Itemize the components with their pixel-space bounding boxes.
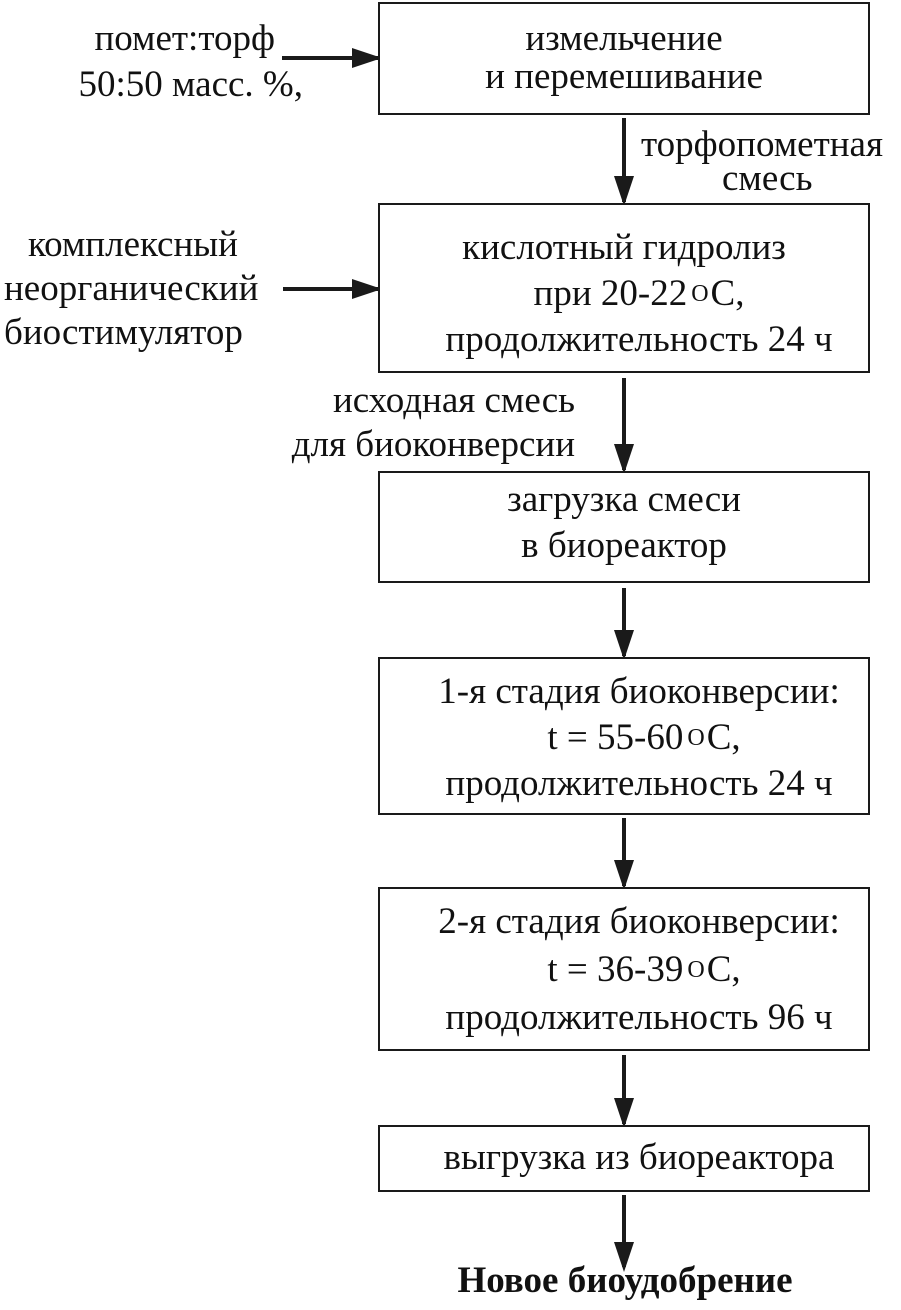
step-hydrolysis-line3: продолжительность 24 ч: [445, 319, 833, 360]
step-stage1-line1: 1-я стадия биоконверсии:: [438, 671, 840, 712]
input-biostimulator-line1: комплексный: [28, 224, 238, 265]
input-manure-peat-line2: 50:50 масс. %,: [78, 64, 303, 105]
stage2-temp-unit: C,: [706, 949, 741, 990]
step-unloading-box: выгрузка из биореактора: [378, 1125, 870, 1192]
step-hydrolysis-line1: кислотный гидролиз: [462, 227, 786, 268]
stage1-degree-sup: O: [687, 725, 705, 751]
step-unloading-label: выгрузка из биореактора: [443, 1137, 835, 1178]
flow-label-peat-manure-line1: торфопометная: [641, 124, 883, 165]
stage2-degree-sup: O: [687, 957, 705, 983]
flow-label-initial-mix-line2: для биоконверсии: [291, 424, 575, 465]
step-stage2-line3: продолжительность 96 ч: [445, 997, 833, 1038]
stage1-temp: t = 55-60: [547, 717, 684, 758]
hydrolysis-temp: при 20-22: [533, 273, 688, 314]
step-loading-line1: загрузка смеси: [507, 479, 741, 520]
stage1-temp-unit: C,: [706, 717, 741, 758]
input-biostimulator-line3: биостимулятор: [4, 312, 243, 353]
step-loading-box: загрузка смеси в биореактор: [378, 471, 870, 583]
step-loading-line2: в биореактор: [521, 525, 727, 566]
flow-label-peat-manure-line2: смесь: [722, 158, 813, 199]
step-stage2-line1: 2-я стадия биоконверсии:: [438, 901, 840, 942]
step-grinding-line2: и перемешивание: [485, 56, 763, 97]
step-stage1-line3: продолжительность 24 ч: [445, 763, 833, 804]
step-grinding-line1: измельчение: [525, 18, 723, 59]
stage2-temp: t = 36-39: [547, 949, 684, 990]
flow-label-initial-mix-line1: исходная смесь: [332, 380, 575, 421]
input-manure-peat-line1: помет:торф: [94, 18, 275, 59]
input-biostimulator-line2: неорганический: [4, 268, 259, 309]
output-new-biofertilizer: Новое биоудобрение: [457, 1260, 793, 1301]
hydrolysis-temp-unit: C,: [710, 273, 745, 314]
hydrolysis-degree-sup: O: [691, 281, 709, 307]
step-grinding-box: измельчение и перемешивание: [378, 2, 870, 115]
